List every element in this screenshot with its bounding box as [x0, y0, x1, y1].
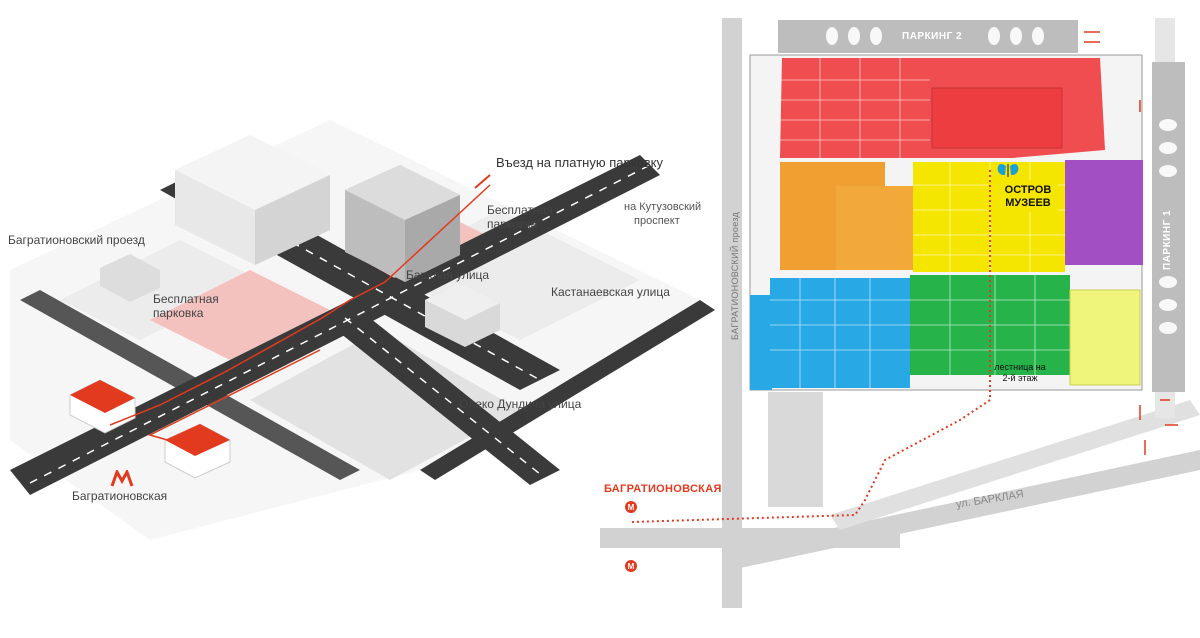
label-parking-2: ПАРКИНГ 2: [902, 31, 963, 42]
zone-blue-strip: [750, 295, 772, 390]
zone-red-hall: [931, 87, 1063, 149]
label-bagrationovsky-proezd: Багратионовский проезд: [8, 233, 145, 247]
museum-island-box: [988, 180, 1058, 212]
label-paid-parking-entry: Въезд на платную парковку: [496, 155, 664, 170]
label-kastanaevskaya-street: Кастанаевская улица: [551, 285, 670, 299]
label-free-parking-left: Бесплатная парковка: [153, 292, 219, 320]
zone-orange-2: [836, 186, 916, 270]
label-line: лестница на: [994, 362, 1046, 372]
road-left-branch: [20, 290, 360, 480]
road-lower-left: [768, 392, 823, 507]
label-barklaya-street: Барклая улица: [406, 268, 490, 282]
block-gray: [250, 330, 520, 480]
label-line: 2-й этаж: [1002, 373, 1038, 383]
parking-1: [1152, 62, 1185, 392]
building-left: [100, 254, 160, 302]
route-line: [147, 349, 321, 446]
svg-text:M: M: [628, 562, 635, 571]
building-small: [425, 283, 500, 347]
label-metro-station-left: Багратионовская: [72, 489, 168, 503]
label-free-parking-top: Бесплатная парковка: [487, 203, 553, 231]
label-stairs: лестница на 2-й этаж: [988, 362, 1052, 384]
label-line: Бесплатная: [487, 203, 553, 217]
block-gray: [60, 240, 260, 340]
metro-pavilion: [164, 423, 231, 479]
label-line: проспект: [634, 215, 680, 227]
label-parking-1: ПАРКИНГ 1: [1162, 209, 1173, 270]
zone-purple: [1065, 160, 1143, 265]
zone-blue: [770, 278, 910, 388]
label-museum-island: ОСТРОВ МУЗЕЕВ: [1000, 184, 1056, 210]
svg-text:M: M: [628, 503, 635, 512]
building-tall: [345, 165, 460, 282]
label-oleko-dundicha-street: Олеко Дундича улица: [459, 397, 582, 411]
car-icon: [826, 27, 1044, 45]
route-line: [109, 184, 491, 426]
road-kastanaevskaya: [420, 300, 715, 480]
label-metro-station-right: БАГРАТИОНОВСКАЯ: [604, 483, 722, 495]
building-mall: [175, 135, 330, 265]
road-oleko: [330, 310, 560, 485]
metro-pavilion: [69, 379, 136, 434]
label-to-kutuzovsky: на Кутузовский проспект: [624, 200, 701, 228]
label-line: парковка: [153, 306, 204, 320]
route-dotted-line: [631, 170, 991, 523]
metro-m-icon: [110, 470, 134, 487]
label-line: на Кутузовский: [624, 201, 702, 213]
metro-marker: [625, 560, 637, 572]
parking-entry-pointer: [474, 174, 491, 189]
road-bagrationovsky-vertical: [722, 18, 742, 608]
floor-plan-map: M M: [600, 18, 1200, 608]
label-line: Бесплатная: [153, 292, 219, 306]
label-bagrationovsky-proezd-right: БАГРАТИОНОВСКИЙ проезд: [730, 211, 740, 340]
road-barklaya: [740, 450, 1200, 568]
car-icon: [1159, 119, 1177, 334]
label-line: парковка: [487, 217, 538, 231]
label-line: МУЗЕЕВ: [1005, 197, 1051, 209]
label-line: ОСТРОВ: [1004, 184, 1052, 196]
metro-marker: [625, 501, 637, 513]
butterfly-icon: [997, 163, 1019, 177]
road-diagonal: [830, 400, 1200, 530]
zone-lime: [1069, 289, 1141, 386]
isometric-area-map: [10, 135, 715, 495]
